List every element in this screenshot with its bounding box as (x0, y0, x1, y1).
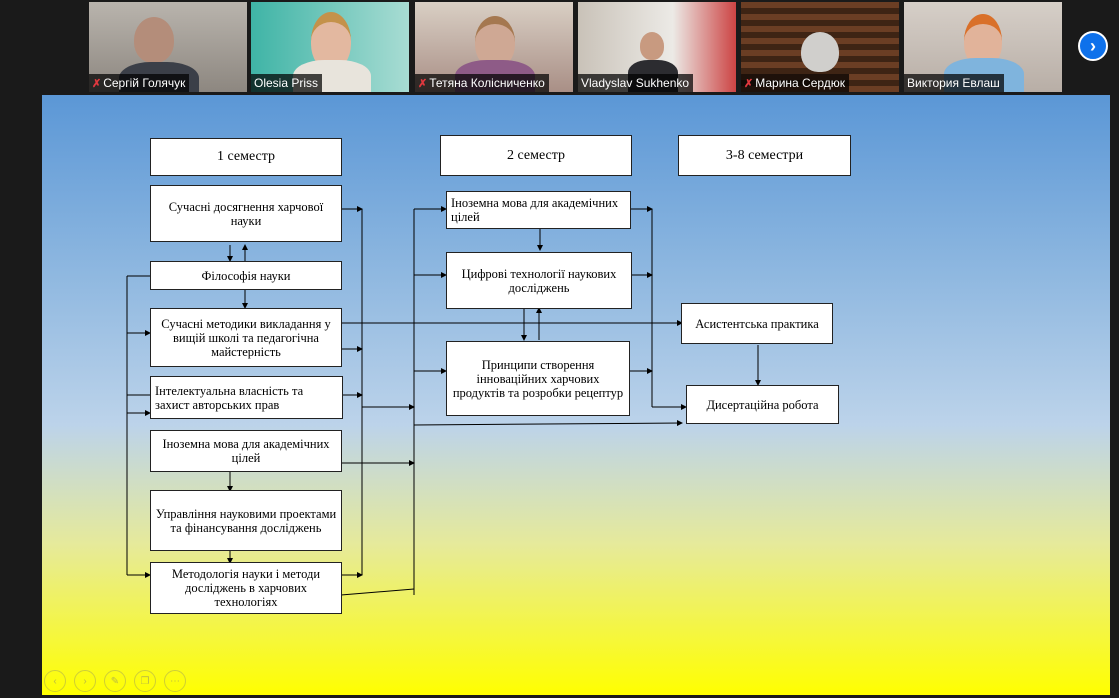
flow-connectors (126, 206, 761, 596)
next-icon[interactable]: › (74, 670, 96, 692)
course-box: Іноземна мова для академічних цілей (446, 191, 631, 229)
participant-tile[interactable]: Виктория Евлаш (904, 2, 1062, 92)
course-box: Методологія науки і методи досліджень в … (150, 562, 342, 614)
right-margin (1110, 95, 1119, 698)
participant-tile[interactable]: ✗Сергій Голячук (89, 2, 247, 92)
participant-tile[interactable]: ✗Тетяна Колісниченко (415, 2, 573, 92)
mic-muted-icon: ✗ (418, 77, 428, 90)
participant-tile[interactable]: ✗Марина Сердюк (741, 2, 899, 92)
more-icon[interactable]: ⋯ (164, 670, 186, 692)
video-strip: ✗Сергій Голячук Olesia Priss ✗Тетяна Кол… (0, 0, 1119, 95)
slides-icon[interactable]: ❐ (134, 670, 156, 692)
connector-lines (126, 206, 761, 596)
course-box: Принципи створення інноваційних харчових… (446, 341, 630, 416)
slide-toolbar: ‹ › ✎ ❐ ⋯ (44, 670, 186, 692)
mic-muted-icon: ✗ (92, 77, 102, 90)
course-box: Філософія науки (150, 261, 342, 290)
practice-box: Асистентська практика (681, 303, 833, 344)
participant-name: Виктория Евлаш (904, 74, 1004, 92)
shared-slide: 1 семестр 2 семестр 3-8 семестри Сучасні… (42, 95, 1110, 695)
course-box: Сучасні досягнення харчової науки (150, 185, 342, 242)
dissertation-box: Дисертаційна робота (686, 385, 839, 424)
header-semester-2: 2 семестр (440, 135, 632, 176)
participant-tile[interactable]: Vladyslav Sukhenko (578, 2, 736, 92)
participant-name: ✗Тетяна Колісниченко (415, 74, 549, 92)
course-box: Іноземна мова для академічних цілей (150, 430, 342, 472)
previous-icon[interactable]: ‹ (44, 670, 66, 692)
pen-icon[interactable]: ✎ (104, 670, 126, 692)
next-participants-button[interactable]: › (1078, 31, 1108, 61)
mic-muted-icon: ✗ (744, 77, 754, 90)
participant-name: ✗Марина Сердюк (741, 74, 850, 92)
participant-name: ✗Сергій Голячук (89, 74, 190, 92)
participant-tile[interactable]: Olesia Priss (251, 2, 409, 92)
chevron-right-icon: › (1090, 35, 1096, 56)
course-box: Інтелектуальна власність та захист автор… (150, 376, 343, 419)
participant-name: Olesia Priss (251, 74, 323, 92)
header-semester-1: 1 семестр (150, 138, 342, 176)
course-box: Цифрові технології наукових досліджень (446, 252, 632, 309)
header-semester-3-8: 3-8 семестри (678, 135, 851, 176)
course-box: Управління науковими проектами та фінанс… (150, 490, 342, 551)
course-box: Сучасні методики викладання у вищій школ… (150, 308, 342, 367)
participant-name: Vladyslav Sukhenko (578, 74, 694, 92)
left-margin (0, 95, 42, 698)
